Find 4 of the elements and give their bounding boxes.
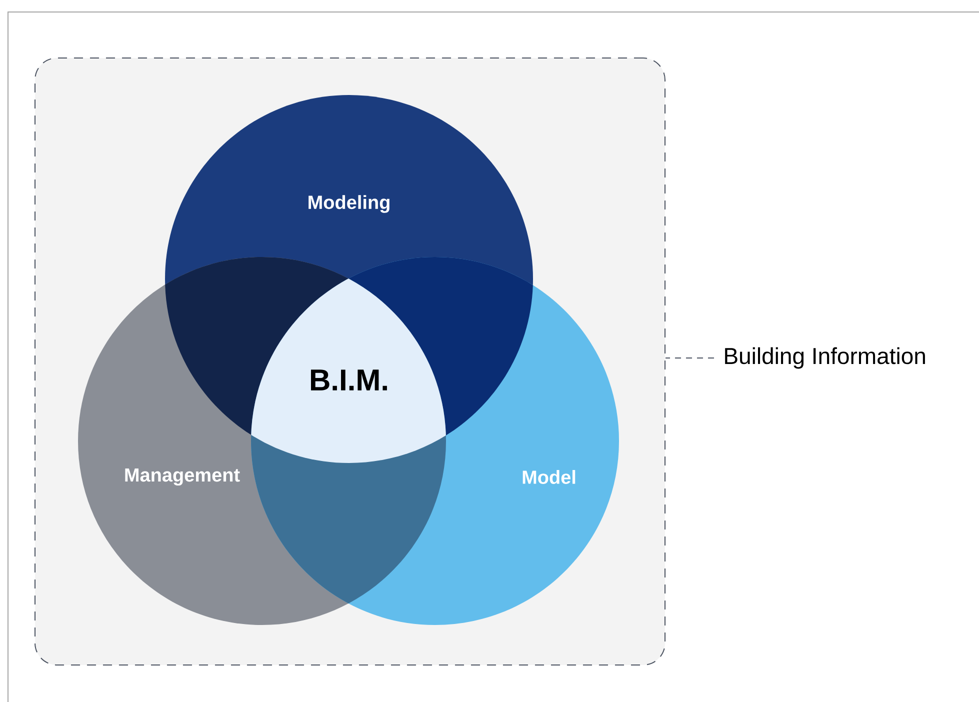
circle-label: Modeling xyxy=(308,195,390,213)
circle-label: Management xyxy=(125,468,240,486)
side-label: Building Information xyxy=(725,347,925,369)
circle-label: Model xyxy=(522,470,576,484)
